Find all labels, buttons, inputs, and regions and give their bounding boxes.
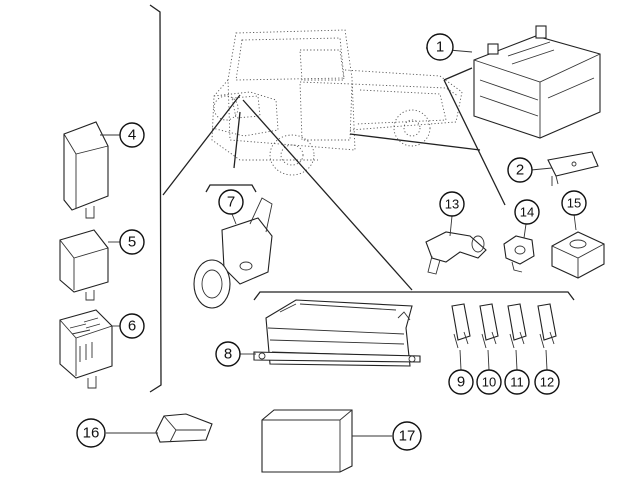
callout-4: 4 <box>119 122 145 148</box>
cube-part <box>551 231 605 279</box>
callout-11-label: 11 <box>510 375 524 390</box>
clip-part <box>155 413 213 443</box>
callout-1: 1 <box>426 33 454 61</box>
callout-5: 5 <box>119 229 145 255</box>
callout-16-label: 16 <box>83 425 100 442</box>
callout-7: 7 <box>218 189 244 215</box>
callout-14: 14 <box>514 199 540 225</box>
callout-15-label: 15 <box>567 196 581 211</box>
fuse-10-part <box>479 303 499 349</box>
callout-9: 9 <box>448 369 474 395</box>
fuse-9-part <box>451 303 471 349</box>
callout-6-label: 6 <box>128 318 136 335</box>
terminal-clamp-part <box>425 231 487 275</box>
callout-17-label: 17 <box>399 428 416 445</box>
callout-15: 15 <box>561 190 587 216</box>
callout-6: 6 <box>119 313 145 339</box>
battery-part <box>473 25 601 139</box>
callout-10-label: 10 <box>482 375 496 390</box>
bracket-part <box>547 151 599 186</box>
horn-part <box>193 197 273 309</box>
callout-16: 16 <box>76 418 106 448</box>
callout-8: 8 <box>215 341 241 367</box>
callout-2-label: 2 <box>516 162 524 179</box>
fuse-12-part <box>537 303 557 349</box>
fuse-11-part <box>507 303 527 349</box>
callout-12-label: 12 <box>540 375 554 390</box>
callout-2: 2 <box>507 157 533 183</box>
box-part <box>261 409 353 473</box>
leader-lines <box>162 67 575 301</box>
callout-11: 11 <box>504 369 530 395</box>
fuse-box-part <box>253 299 421 367</box>
callout-5-label: 5 <box>128 234 136 251</box>
callout-7-label: 7 <box>227 194 235 211</box>
callout-10: 10 <box>476 369 502 395</box>
left-divider <box>149 4 162 393</box>
callout-14-label: 14 <box>520 205 534 220</box>
callout-13: 13 <box>439 191 465 217</box>
callout-9-label: 9 <box>457 374 465 391</box>
nut-part <box>503 235 535 273</box>
relay-5-part <box>59 229 109 301</box>
callout-1-label: 1 <box>436 39 444 56</box>
relay-6-part <box>59 309 113 389</box>
relay-4-part <box>63 121 109 219</box>
callout-17: 17 <box>392 421 422 451</box>
callout-13-label: 13 <box>445 197 459 212</box>
callout-12: 12 <box>534 369 560 395</box>
callout-4-label: 4 <box>128 127 136 144</box>
truck-illustration <box>211 29 463 176</box>
callout-8-label: 8 <box>224 346 232 363</box>
